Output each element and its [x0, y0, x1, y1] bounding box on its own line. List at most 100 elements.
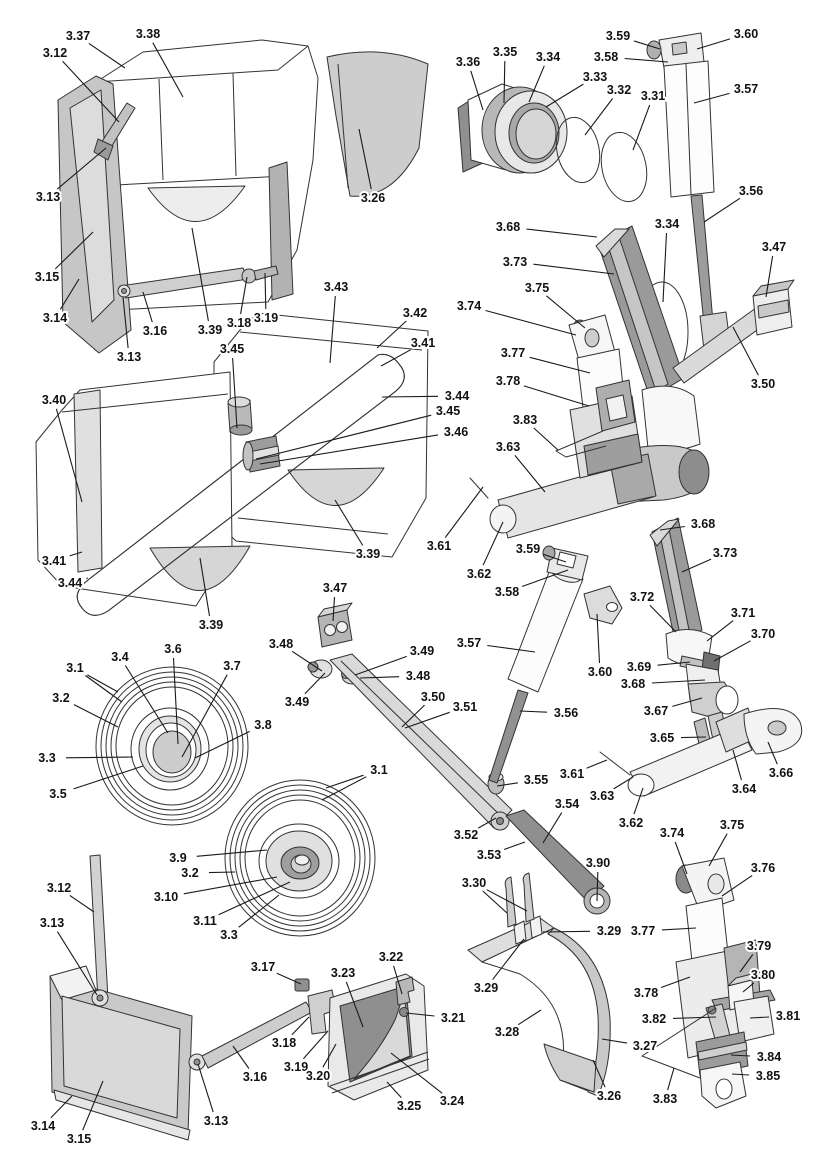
pivot-pin: [469, 477, 489, 499]
part-label-3-77: 3.77: [631, 924, 655, 938]
leader-line: [492, 938, 525, 980]
leader-line: [731, 1073, 750, 1076]
part-label-3-38: 3.38: [136, 27, 160, 41]
lock-nut: [294, 978, 310, 992]
part-label-3-64: 3.64: [732, 782, 756, 796]
link-rod: [201, 1001, 313, 1069]
leader-line: [503, 841, 526, 851]
part-label-3-63: 3.63: [590, 789, 614, 803]
part-label-3-78: 3.78: [634, 986, 658, 1000]
leader-line: [122, 296, 129, 349]
part-label-3-15: 3.15: [35, 270, 59, 284]
leader-line: [514, 455, 546, 493]
shock-body: [663, 60, 715, 198]
part-label-3-1: 3.1: [66, 661, 83, 675]
tube-cap: [489, 504, 517, 534]
hub-bore: [515, 108, 557, 160]
part-label-3-15: 3.15: [67, 1132, 91, 1146]
leader-line: [739, 954, 754, 973]
leader-line: [69, 551, 83, 557]
part-label-3-10: 3.10: [154, 890, 178, 904]
elbow-end: [678, 449, 710, 495]
part-label-3-51: 3.51: [453, 700, 477, 714]
part-label-3-41: 3.41: [42, 554, 66, 568]
part-label-3-68: 3.68: [621, 677, 645, 691]
part-label-3-50: 3.50: [421, 690, 445, 704]
leader-line: [69, 894, 95, 913]
part-label-3-58: 3.58: [495, 585, 519, 599]
part-label-3-28: 3.28: [495, 1025, 519, 1039]
part-label-3-57: 3.57: [734, 82, 758, 96]
part-label-3-4: 3.4: [111, 650, 128, 664]
part-label-3-40: 3.40: [42, 393, 66, 407]
part-label-3-69: 3.69: [627, 660, 651, 674]
leader-line: [444, 486, 484, 538]
clevis-pin: [542, 545, 556, 561]
cowl-top-edge: [95, 45, 309, 83]
leader-line: [386, 1081, 402, 1099]
hinge-dot: [193, 1058, 201, 1066]
part-label-3-46: 3.46: [444, 425, 468, 439]
windshield-panel: [326, 51, 429, 197]
tyre-ring: [115, 686, 229, 806]
leader-line: [632, 104, 651, 151]
part-label-3-13: 3.13: [40, 916, 64, 930]
part-label-3-18: 3.18: [227, 316, 251, 330]
part-label-3-33: 3.33: [583, 70, 607, 84]
leader-line: [404, 711, 450, 729]
shock-absorber-front: [646, 32, 715, 325]
leader-line: [291, 650, 323, 672]
part-label-3-26: 3.26: [361, 191, 385, 205]
part-label-3-34: 3.34: [655, 217, 679, 231]
part-label-3-2: 3.2: [181, 866, 198, 880]
leader-line: [56, 147, 107, 190]
roller-bottom: [229, 424, 253, 436]
part-label-3-34: 3.34: [536, 50, 560, 64]
side-strip: [73, 389, 103, 573]
panel-lip: [53, 1089, 191, 1141]
part-label-3-1: 3.1: [370, 763, 387, 777]
part-label-3-79: 3.79: [747, 939, 771, 953]
leader-line: [545, 83, 584, 108]
part-label-3-24: 3.24: [440, 1094, 464, 1108]
leader-line: [358, 128, 372, 190]
leader-line: [88, 42, 126, 69]
part-label-3-81: 3.81: [776, 1009, 800, 1023]
leader-line: [660, 976, 691, 989]
leader-line: [749, 1016, 770, 1019]
leader-line: [657, 661, 691, 666]
leader-line: [381, 395, 439, 398]
part-label-3-58: 3.58: [594, 50, 618, 64]
leader-line: [197, 1063, 214, 1113]
clevis-hole: [707, 873, 725, 895]
part-label-3-53: 3.53: [477, 848, 501, 862]
part-label-3-61: 3.61: [560, 767, 584, 781]
part-label-3-35: 3.35: [493, 45, 517, 59]
leader-line: [259, 434, 439, 465]
shock-absorber-rear: [641, 857, 776, 1109]
part-label-3-30: 3.30: [462, 876, 486, 890]
leader-line: [742, 982, 755, 993]
leader-line: [354, 655, 407, 676]
leader-line: [191, 227, 209, 322]
part-label-3-27: 3.27: [633, 1039, 657, 1053]
leader-line: [708, 833, 728, 867]
part-label-3-74: 3.74: [660, 826, 684, 840]
leader-line: [486, 889, 528, 912]
tyre-ring: [239, 794, 361, 922]
part-label-3-23: 3.23: [331, 966, 355, 980]
leader-line: [276, 972, 302, 985]
leader-line: [181, 674, 228, 758]
leader-line: [332, 596, 336, 622]
part-label-3-83: 3.83: [653, 1092, 677, 1106]
part-label-3-39: 3.39: [356, 547, 380, 561]
leg-bevel: [649, 518, 680, 547]
leader-line: [196, 849, 268, 857]
leader-line: [672, 697, 703, 707]
leader-line: [470, 70, 484, 111]
mount-window: [671, 41, 688, 56]
leader-line: [732, 749, 743, 781]
part-label-3-66: 3.66: [769, 766, 793, 780]
leader-line: [542, 930, 591, 933]
